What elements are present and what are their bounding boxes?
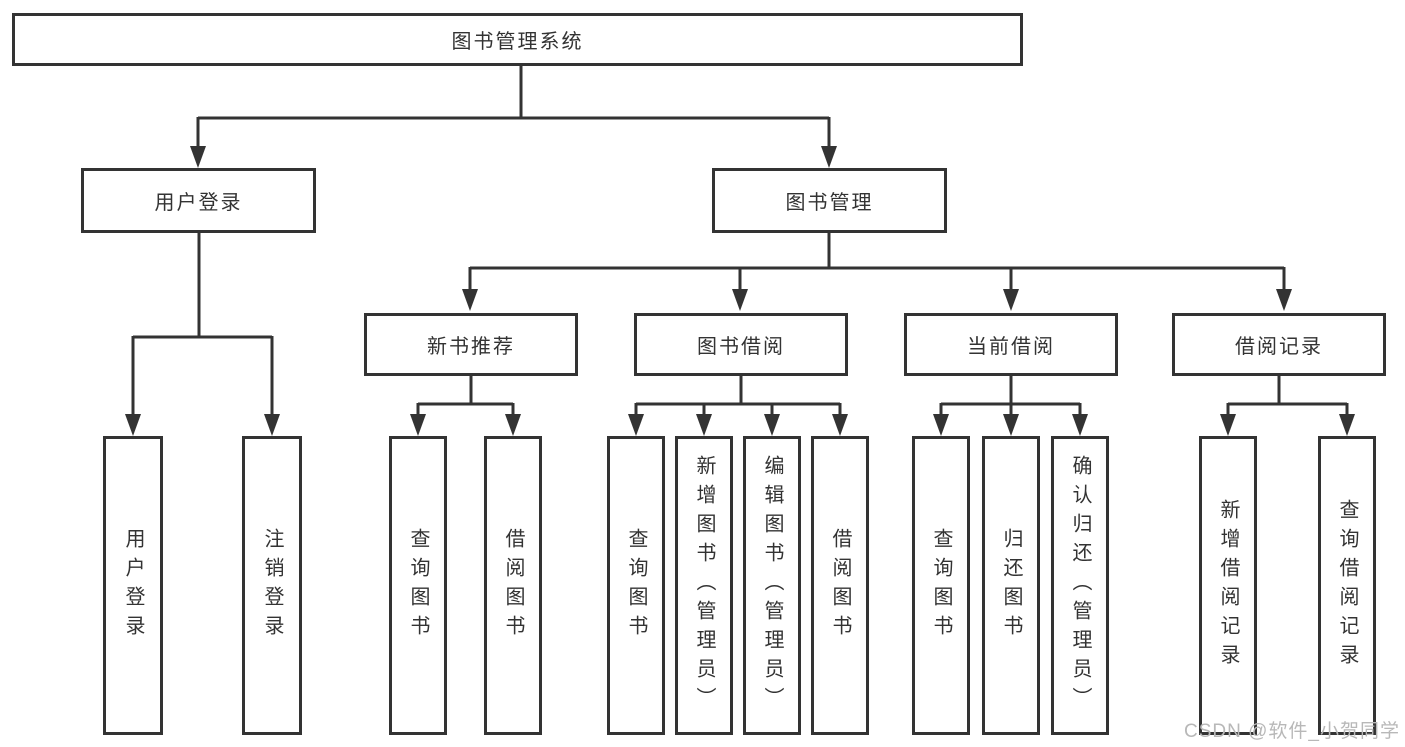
node-book-borrowing: 图书借阅 [634, 313, 848, 376]
leaf-query-borrow-record-label: 查询借阅记录 [1336, 498, 1358, 673]
leaf-return-book-label: 归还图书 [1000, 527, 1022, 644]
leaf-query-books-current-label: 查询图书 [930, 527, 952, 644]
leaf-borrow-books-recommend: 借阅图书 [484, 436, 542, 735]
leaf-add-book-admin-label: 新增图书（管理员） [693, 455, 715, 716]
node-book-borrowing-label: 图书借阅 [697, 336, 785, 358]
leaf-query-books-recommend: 查询图书 [389, 436, 447, 735]
node-borrowing-records: 借阅记录 [1172, 313, 1386, 376]
leaf-logout: 注销登录 [242, 436, 302, 735]
node-current-borrowing: 当前借阅 [904, 313, 1118, 376]
node-root: 图书管理系统 [12, 13, 1023, 66]
leaf-query-borrow-record: 查询借阅记录 [1318, 436, 1376, 735]
node-borrowing-records-label: 借阅记录 [1235, 336, 1323, 358]
leaf-query-books-borrowing-label: 查询图书 [625, 527, 647, 644]
leaf-edit-book-admin: 编辑图书（管理员） [743, 436, 801, 735]
leaf-edit-book-admin-label: 编辑图书（管理员） [761, 455, 783, 716]
leaf-user-login-label: 用户登录 [122, 527, 144, 644]
leaf-borrow-books-borrowing-label: 借阅图书 [829, 527, 851, 644]
csdn-watermark: CSDN @软件_小贺同学 [1184, 721, 1400, 742]
leaf-add-borrow-record: 新增借阅记录 [1199, 436, 1257, 735]
leaf-query-books-current: 查询图书 [912, 436, 970, 735]
arrowheads [125, 146, 1355, 436]
leaf-logout-label: 注销登录 [261, 527, 283, 644]
leaf-query-books-borrowing: 查询图书 [607, 436, 665, 735]
leaf-confirm-return-admin: 确认归还（管理员） [1051, 436, 1109, 735]
leaf-borrow-books-borrowing: 借阅图书 [811, 436, 869, 735]
leaf-confirm-return-admin-label: 确认归还（管理员） [1069, 455, 1091, 716]
node-user-login-label: 用户登录 [154, 192, 243, 214]
node-book-management-label: 图书管理 [785, 192, 874, 214]
node-user-login: 用户登录 [81, 168, 316, 233]
node-root-label: 图书管理系统 [451, 31, 584, 53]
node-new-book-recommendation: 新书推荐 [364, 313, 578, 376]
node-book-management: 图书管理 [712, 168, 947, 233]
leaf-user-login: 用户登录 [103, 436, 163, 735]
leaf-query-books-recommend-label: 查询图书 [407, 527, 429, 644]
node-current-borrowing-label: 当前借阅 [967, 336, 1055, 358]
leaf-add-book-admin: 新增图书（管理员） [675, 436, 733, 735]
leaf-borrow-books-recommend-label: 借阅图书 [502, 527, 524, 644]
leaf-add-borrow-record-label: 新增借阅记录 [1217, 498, 1239, 673]
leaf-return-book: 归还图书 [982, 436, 1040, 735]
node-new-book-recommendation-label: 新书推荐 [427, 336, 515, 358]
